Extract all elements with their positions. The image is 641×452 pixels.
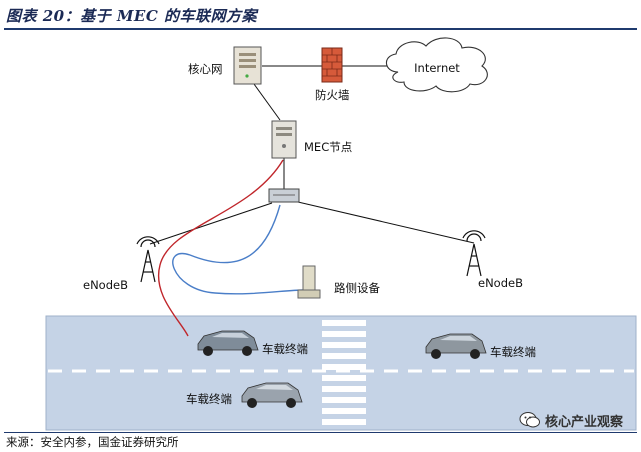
roadside-device-icon xyxy=(297,265,321,299)
roadside-device-label: 路侧设备 xyxy=(334,281,380,295)
firewall-label: 防火墙 xyxy=(315,88,350,102)
bottom-rule xyxy=(4,432,637,433)
mec-node-label: MEC节点 xyxy=(304,140,352,154)
vehicle-terminal-label-2: 车载终端 xyxy=(490,345,536,359)
firewall-icon xyxy=(321,47,343,83)
red-link xyxy=(157,159,284,337)
internet-cloud-icon xyxy=(385,37,488,93)
watermark: 核心产业观察 xyxy=(519,407,637,433)
enodeb-right-tower-icon xyxy=(462,230,486,277)
internet-label: Internet xyxy=(414,61,460,75)
figure-title: 图表 20：基于 MEC 的车联网方案 xyxy=(6,7,258,25)
blue-link xyxy=(172,204,304,295)
title-rule xyxy=(4,28,637,30)
car-icon-2 xyxy=(425,333,487,359)
wechat-icon xyxy=(519,412,540,428)
mec-server-icon xyxy=(271,120,297,159)
core-network-server-icon xyxy=(233,46,262,85)
core-network-label: 核心网 xyxy=(188,62,223,76)
switch-icon xyxy=(268,188,300,203)
zebra-crossing xyxy=(322,320,366,425)
car-icon-1 xyxy=(197,330,259,356)
source-note: 来源：安全内参，国金证券研究所 xyxy=(6,435,179,449)
vehicle-terminal-label-3: 车载终端 xyxy=(186,392,232,406)
network-links xyxy=(149,65,475,245)
car-icon-3 xyxy=(241,382,303,408)
enodeb-left-tower-icon xyxy=(136,236,160,283)
vehicle-terminal-label-1: 车载终端 xyxy=(262,342,308,356)
enodeb-right-label: eNodeB xyxy=(478,276,523,290)
enodeb-left-label: eNodeB xyxy=(83,278,128,292)
watermark-text: 核心产业观察 xyxy=(545,414,624,430)
